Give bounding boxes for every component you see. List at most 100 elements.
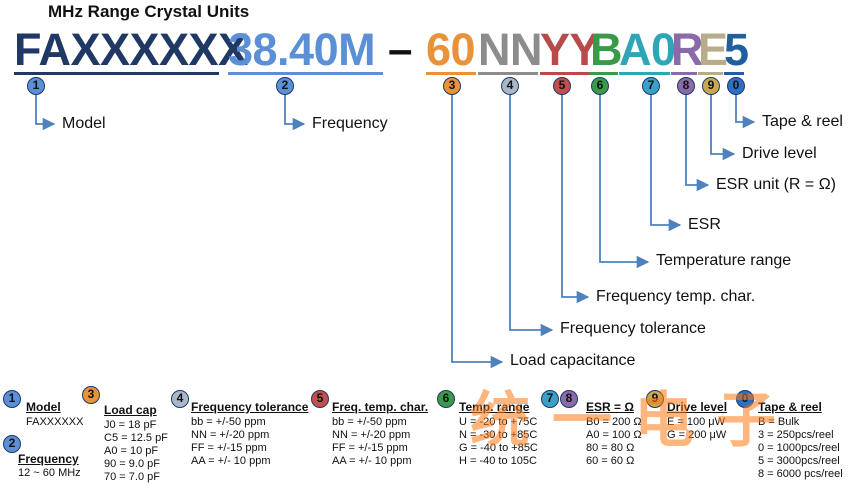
legend-freq-temp-title: Freq. temp. char. [332, 400, 429, 414]
legend-marker-0: 0 [736, 390, 754, 408]
legend-marker-3: 3 [82, 386, 100, 404]
legend-tape-reel-title: Tape & reel [758, 400, 822, 414]
legend-load-cap-item: 70 = 7.0 pF [104, 471, 160, 483]
callout-freq-temp-char: Frequency temp. char. [596, 288, 756, 305]
legend-marker-4: 4 [171, 390, 189, 408]
marker-6: 6 [591, 77, 609, 95]
legend-freq-tolerance-item: AA = +/- 10 ppm [191, 455, 271, 467]
legend-marker-2: 2 [3, 435, 21, 453]
legend-temp-range-item: N = -30 to +85C [459, 429, 538, 441]
legend-temp-range-title: Temp. range [459, 400, 530, 414]
legend-temp-range-item: G = -40 to +85C [459, 442, 538, 454]
legend-load-cap-item: A0 = 10 pF [104, 445, 159, 457]
part-seg-tape-reel: 5 [724, 24, 749, 75]
callout-load-capacitance: Load capacitance [510, 352, 636, 369]
legend-esr-item: A0 = 100 Ω [586, 429, 642, 441]
marker-5: 5 [553, 77, 571, 95]
part-seg-temp-range: B [590, 24, 623, 75]
legend-load-cap-item: C5 = 12.5 pF [104, 432, 168, 444]
watermark: 统一电子 [470, 386, 798, 456]
marker-1: 1 [27, 77, 45, 95]
part-seg-freq-temp-char: YY [540, 24, 600, 75]
legend-drive-level-item: G = 200 μW [667, 429, 727, 441]
legend-freq-tolerance-item: bb = +/-50 ppm [191, 416, 266, 428]
part-seg-esr: A0 [619, 24, 676, 75]
legend-model-title: Model [26, 400, 61, 414]
legend-tape-reel-item: 3 = 250pcs/reel [758, 429, 834, 441]
legend-model-item: FAXXXXXX [26, 416, 84, 428]
callout-tape-reel: Tape & reel [762, 113, 843, 130]
legend-freq-tolerance-item: FF = +/-15 ppm [191, 442, 267, 454]
legend-marker-5: 5 [311, 390, 329, 408]
legend-temp-range-item: H = -40 to 105C [459, 455, 537, 467]
arrow-frequency [284, 94, 306, 131]
model-underline [14, 72, 219, 75]
legend-load-cap-title: Load cap [104, 403, 157, 417]
callout-esr-unit: ESR unit (R = Ω) [716, 176, 836, 193]
legend-frequency-title: Frequency [18, 452, 79, 466]
arrow-esr-unit [685, 94, 710, 192]
legend-load-cap-item: 90 = 9.0 pF [104, 458, 160, 470]
marker-7: 7 [642, 77, 660, 95]
arrow-load-capacitance [451, 94, 504, 369]
legend-tape-reel-item: 5 = 3000pcs/reel [758, 455, 840, 467]
arrow-temp-range [599, 94, 650, 269]
legend-freq-temp-item: FF = +/-15 ppm [332, 442, 408, 454]
seg-underline-drive-level [698, 72, 723, 75]
part-model-code: FAXXXXXX [14, 24, 248, 75]
part-seg-freq-tolerance: NN [478, 24, 543, 75]
seg-underline-load-cap [426, 72, 476, 75]
arrow-freq-tolerance [509, 94, 554, 337]
legend-freq-temp-item: bb = +/-50 ppm [332, 416, 407, 428]
legend-frequency-item: 12 ~ 60 MHz [18, 467, 81, 479]
legend-marker-8: 8 [560, 390, 578, 408]
marker-0: 0 [727, 77, 745, 95]
legend-marker-1: 1 [3, 390, 21, 408]
arrow-model [35, 94, 56, 131]
callout-model: Model [62, 115, 106, 132]
marker-2: 2 [276, 77, 294, 95]
legend-marker-6: 6 [437, 390, 455, 408]
legend-freq-tolerance-title: Frequency tolerance [191, 400, 309, 414]
seg-underline-esr [619, 72, 670, 75]
seg-underline-temp-range [590, 72, 618, 75]
legend-esr-item: 80 = 80 Ω [586, 442, 635, 454]
arrow-esr [650, 94, 682, 232]
legend-marker-9: 9 [646, 390, 664, 408]
legend-esr-title: ESR = Ω [586, 400, 634, 414]
legend-drive-level-title: Drive level [667, 400, 728, 414]
arrow-drive-level [710, 94, 736, 161]
legend-esr-item: B0 = 200 Ω [586, 416, 642, 428]
legend-freq-temp-item: NN = +/-20 ppm [332, 429, 411, 441]
legend-tape-reel-item: 8 = 6000 pcs/reel [758, 468, 843, 480]
arrow-freq-temp-char [561, 94, 590, 304]
seg-underline-freq-tolerance [478, 72, 538, 75]
part-seg-esr-unit: R [671, 24, 704, 75]
callout-esr: ESR [688, 216, 721, 233]
legend-temp-range-item: U = -20 to +75C [459, 416, 538, 428]
legend-tape-reel-item: B = Bulk [758, 416, 800, 428]
seg-underline-freq-temp-char [540, 72, 590, 75]
part-frequency-code: 38.40M [228, 24, 376, 75]
marker-9: 9 [702, 77, 720, 95]
marker-8: 8 [677, 77, 695, 95]
legend-load-cap-item: J0 = 18 pF [104, 419, 157, 431]
legend-freq-tolerance-item: NN = +/-20 ppm [191, 429, 270, 441]
legend-tape-reel-item: 0 = 1000pcs/reel [758, 442, 840, 454]
legend-esr-item: 60 = 60 Ω [586, 455, 635, 467]
marker-3: 3 [443, 77, 461, 95]
marker-4: 4 [501, 77, 519, 95]
part-dash: – [388, 25, 413, 74]
legend-drive-level-item: E = 100 μW [667, 416, 726, 428]
part-seg-drive-level: E [698, 24, 728, 75]
seg-underline-esr-unit [671, 72, 697, 75]
part-seg-load-cap: 60 [426, 24, 476, 75]
callout-drive-level: Drive level [742, 145, 817, 162]
callout-freq-tolerance: Frequency tolerance [560, 320, 706, 337]
frequency-underline [228, 72, 383, 75]
legend-freq-temp-item: AA = +/- 10 ppm [332, 455, 412, 467]
legend-marker-7: 7 [541, 390, 559, 408]
arrow-tape-reel [735, 94, 756, 129]
callout-frequency: Frequency [312, 115, 388, 132]
